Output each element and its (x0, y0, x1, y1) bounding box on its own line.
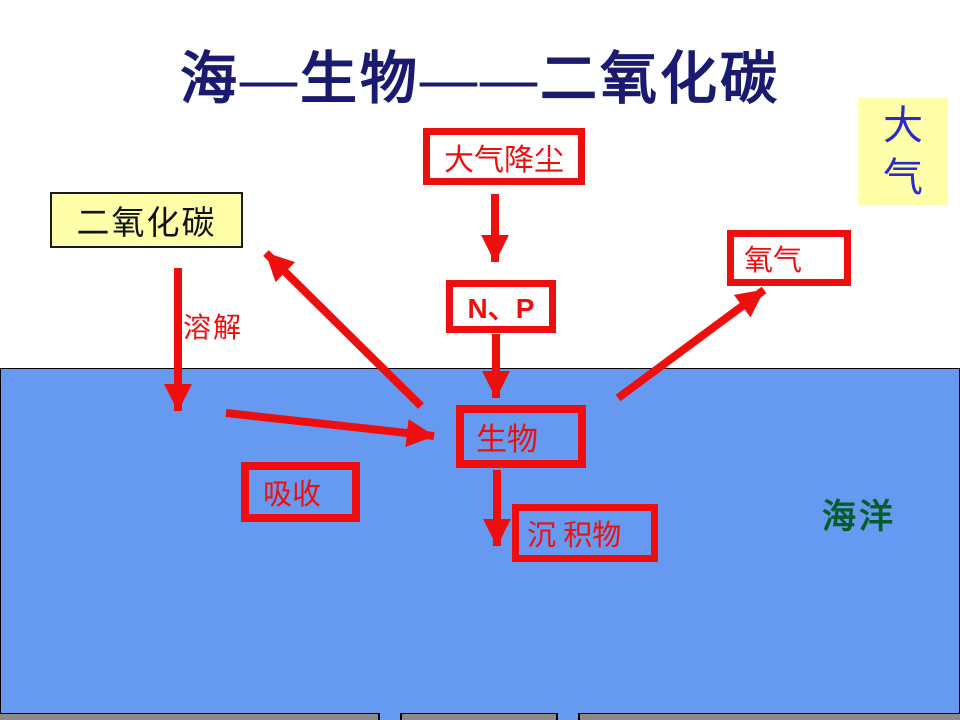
box-nitrogen-phosphorus-label: N、P (467, 292, 535, 324)
slide-title: 海—生物——二氧化碳 (180, 48, 780, 111)
ocean-label: 海洋 (822, 499, 896, 536)
atmosphere-panel: 大气 (858, 98, 948, 205)
box-sediment-label: 沉 积物 (527, 520, 622, 552)
atmosphere-label: 大气 (883, 103, 923, 200)
box-absorb-label: 吸收 (263, 479, 322, 511)
box-sediment: 沉 积物 (512, 504, 658, 562)
box-atmospheric-dust: 大气降尘 (423, 128, 585, 185)
box-biology-label: 生物 (476, 422, 538, 457)
box-nitrogen-phosphorus: N、P (446, 280, 556, 333)
box-oxygen-label: 氧气 (744, 245, 803, 277)
box-atmospheric-dust-label: 大气降尘 (444, 143, 564, 177)
box-oxygen: 氧气 (727, 230, 851, 286)
ocean-area (0, 368, 960, 714)
box-carbon-dioxide-label: 二氧化碳 (76, 206, 217, 242)
bottom-bar-notch-right (556, 713, 580, 720)
box-carbon-dioxide: 二氧化碳 (50, 192, 243, 248)
bottom-bar-notch-left (378, 713, 402, 720)
box-absorb: 吸收 (241, 462, 360, 522)
dissolve-label: 溶解 (183, 313, 244, 344)
bottom-bar (0, 714, 960, 720)
box-biology: 生物 (456, 405, 586, 468)
